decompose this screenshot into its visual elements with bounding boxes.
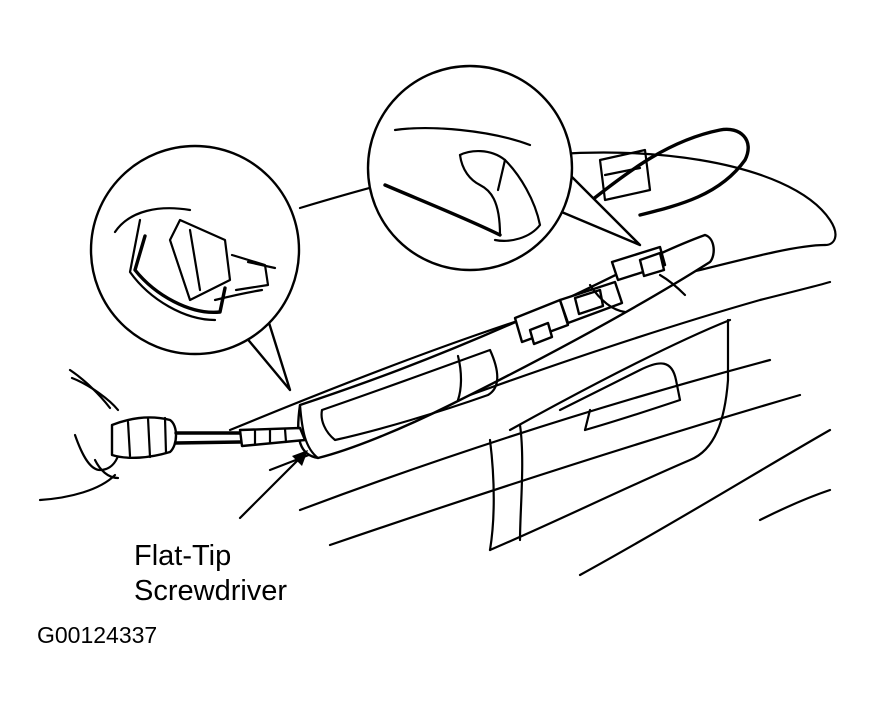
clip-detail-callout bbox=[89, 144, 301, 392]
screwdriver-icon bbox=[110, 416, 307, 460]
screwdriver-label-line-1: Flat-Tip bbox=[134, 540, 232, 572]
screwdriver-label-line-2: Screwdriver bbox=[134, 575, 288, 607]
figure-id: G00124337 bbox=[37, 622, 158, 648]
armrest-pocket bbox=[488, 318, 732, 552]
inner-door-handle bbox=[590, 127, 750, 217]
leader-arrow bbox=[238, 450, 308, 520]
power-window-switch-panel bbox=[296, 233, 715, 460]
hand-icon bbox=[38, 368, 124, 502]
tab-detail-callout bbox=[366, 64, 642, 272]
